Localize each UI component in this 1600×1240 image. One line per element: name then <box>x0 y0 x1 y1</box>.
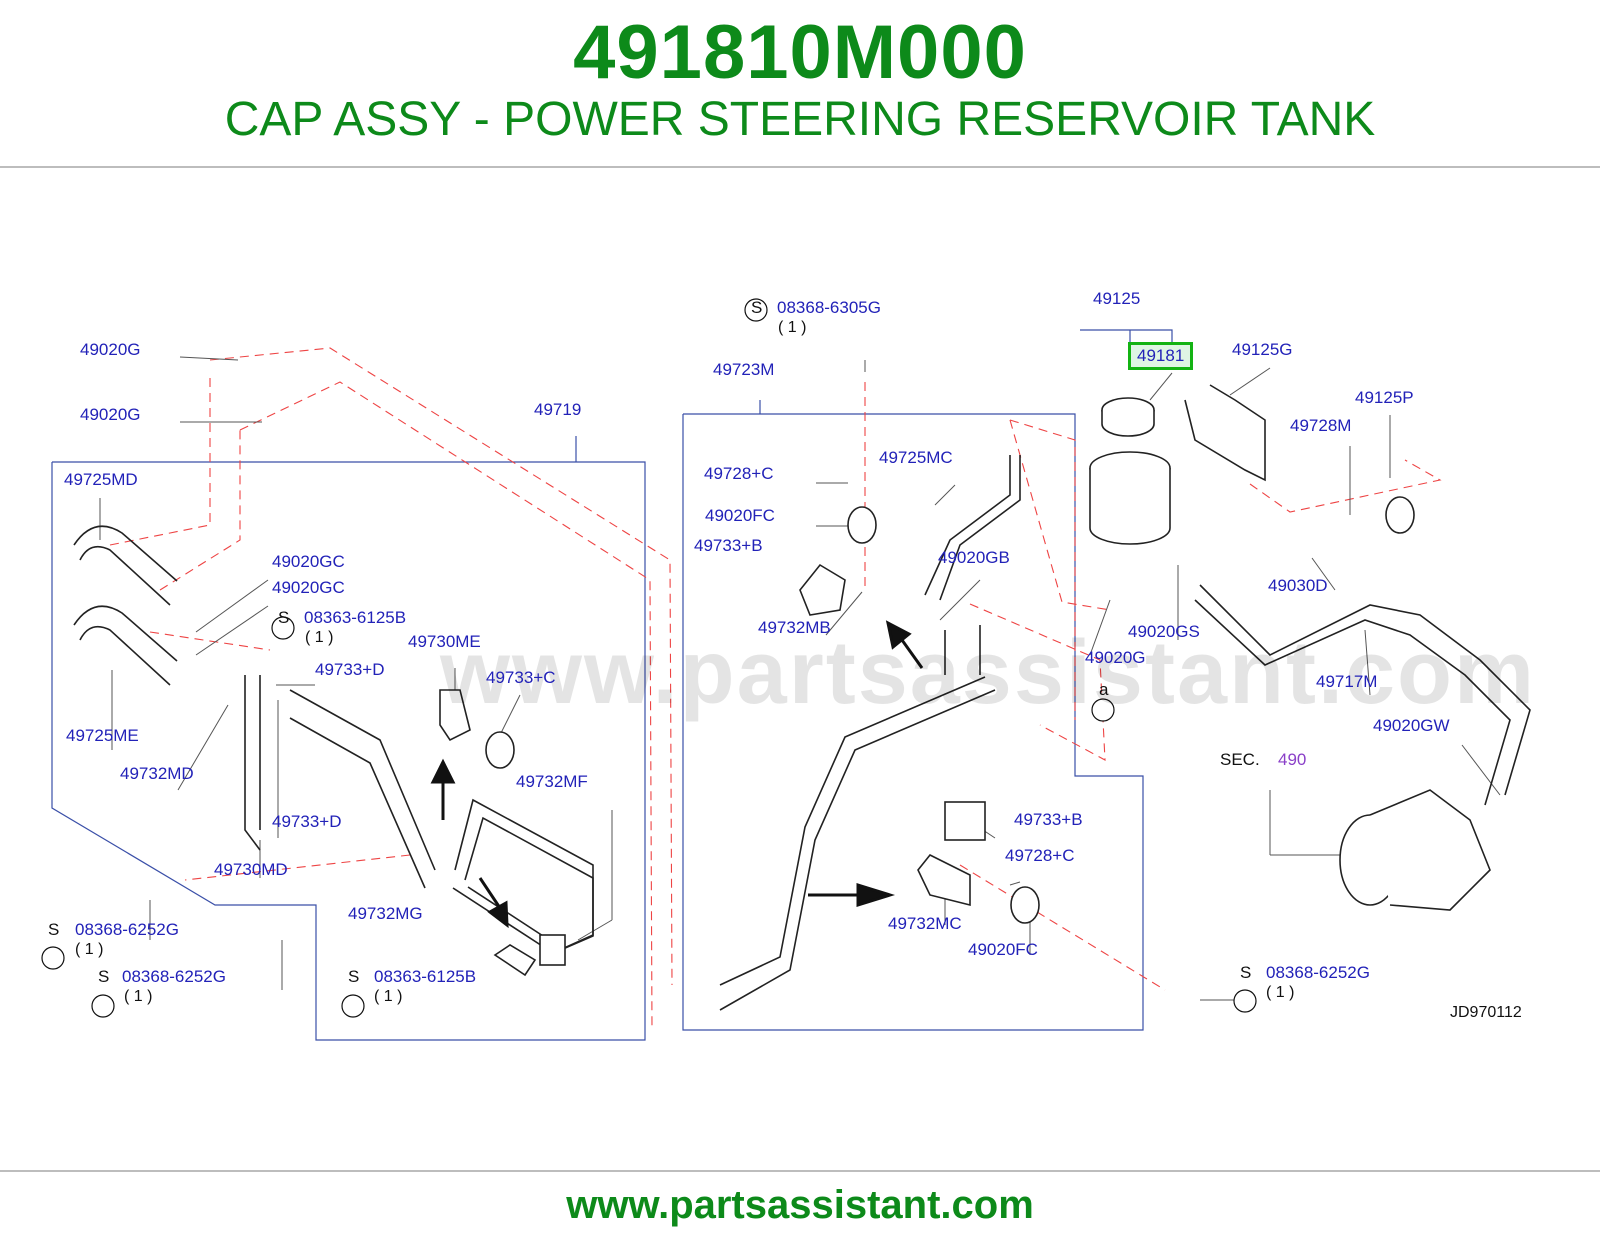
label-49728c-1[interactable]: 49728+C <box>704 464 774 483</box>
label-49733c[interactable]: 49733+C <box>486 668 556 687</box>
qty-3: ( 1 ) <box>124 988 153 1005</box>
section-prefix: SEC. <box>1220 750 1260 769</box>
footer-divider <box>0 1170 1600 1172</box>
label-49730me[interactable]: 49730ME <box>408 632 481 651</box>
screw-symbol-5: S <box>751 298 763 317</box>
dashed-guide-lines <box>109 347 1442 1031</box>
label-49020gw[interactable]: 49020GW <box>1373 716 1450 735</box>
label-49728c-2[interactable]: 49728+C <box>1005 846 1075 865</box>
label-49020fc-2[interactable]: 49020FC <box>968 940 1038 959</box>
label-49732mf[interactable]: 49732MF <box>516 772 588 791</box>
label-49020g-3[interactable]: 49020G <box>1085 648 1146 667</box>
highlighted-part-49181[interactable]: 49181 <box>1128 342 1194 370</box>
label-49125p[interactable]: 49125P <box>1355 388 1414 407</box>
label-49733b-2[interactable]: 49733+B <box>1014 810 1083 829</box>
label-49020gc-1[interactable]: 49020GC <box>272 552 345 571</box>
label-49030d[interactable]: 49030D <box>1268 576 1328 595</box>
label-08368-6252g-1[interactable]: 08368-6252G <box>75 920 179 939</box>
label-49725mc[interactable]: 49725MC <box>879 448 953 467</box>
screw-symbol-1: S <box>278 608 290 627</box>
label-49020fc-1[interactable]: 49020FC <box>705 506 775 525</box>
label-49732mb[interactable]: 49732MB <box>758 618 831 637</box>
part-number-title: 491810M000 <box>573 10 1027 95</box>
label-49020g-2[interactable]: 49020G <box>80 405 141 424</box>
screw-symbol-3: S <box>98 967 110 986</box>
label-08363-6125b-2[interactable]: 08363-6125B <box>374 967 477 986</box>
screw-symbols <box>41 298 1257 1018</box>
label-49728m[interactable]: 49728M <box>1290 416 1352 435</box>
label-49125g[interactable]: 49125G <box>1232 340 1293 359</box>
label-08368-6252g-3[interactable]: 08368-6252G <box>1266 963 1370 982</box>
label-49020gs[interactable]: 49020GS <box>1128 622 1200 641</box>
label-49732mc[interactable]: 49732MC <box>888 914 962 933</box>
label-49719[interactable]: 49719 <box>534 400 582 419</box>
label-49717m[interactable]: 49717M <box>1316 672 1378 691</box>
qty-2: ( 1 ) <box>75 941 104 958</box>
footer-url[interactable]: www.partsassistant.com <box>566 1183 1034 1227</box>
label-49020g-1[interactable]: 49020G <box>80 340 141 359</box>
screw-symbol-6: S <box>1240 963 1252 982</box>
label-49723m[interactable]: 49723M <box>713 360 775 379</box>
label-49725md[interactable]: 49725MD <box>64 470 138 489</box>
page-header: 491810M000 CAP ASSY - POWER STEERING RES… <box>0 0 1600 168</box>
part-name-subtitle: CAP ASSY - POWER STEERING RESERVOIR TANK <box>224 93 1376 146</box>
label-08363-6125b-1[interactable]: 08363-6125B <box>304 608 407 627</box>
label-49733d-2[interactable]: 49733+D <box>272 812 342 831</box>
label-49020gc-2[interactable]: 49020GC <box>272 578 345 597</box>
callout-a: a <box>1099 680 1109 699</box>
frame-lines <box>51 329 1173 1041</box>
qty-1: ( 1 ) <box>305 629 334 646</box>
label-08368-6305g[interactable]: 08368-6305G <box>777 298 881 317</box>
direction-arrows <box>430 620 924 929</box>
watermark-text: www.partsassistant.com <box>440 623 1537 723</box>
label-49020gb[interactable]: 49020GB <box>938 548 1010 567</box>
diagram-code: JD970112 <box>1450 1004 1522 1021</box>
label-49725me[interactable]: 49725ME <box>66 726 139 745</box>
label-49732md[interactable]: 49732MD <box>120 764 194 783</box>
section-number-link[interactable]: 490 <box>1278 750 1307 769</box>
label-49733d-1[interactable]: 49733+D <box>315 660 385 679</box>
screw-symbol-4: S <box>348 967 360 986</box>
diagram-drawing <box>41 298 1531 1041</box>
qty-5: ( 1 ) <box>778 319 807 336</box>
header-divider <box>0 166 1600 168</box>
part-shapes <box>439 384 1491 977</box>
label-49730md[interactable]: 49730MD <box>214 860 288 879</box>
label-49125[interactable]: 49125 <box>1093 289 1141 308</box>
qty-4: ( 1 ) <box>374 988 403 1005</box>
qty-6: ( 1 ) <box>1266 984 1295 1001</box>
pipe-outlines <box>73 455 1531 1011</box>
label-49732mg[interactable]: 49732MG <box>348 904 423 923</box>
parts-diagram: www.partsassistant.com 49020G 49020G 497… <box>0 170 1600 1170</box>
screw-symbol-2: S <box>48 920 60 939</box>
label-49733b-1[interactable]: 49733+B <box>694 536 763 555</box>
label-08368-6252g-2[interactable]: 08368-6252G <box>122 967 226 986</box>
